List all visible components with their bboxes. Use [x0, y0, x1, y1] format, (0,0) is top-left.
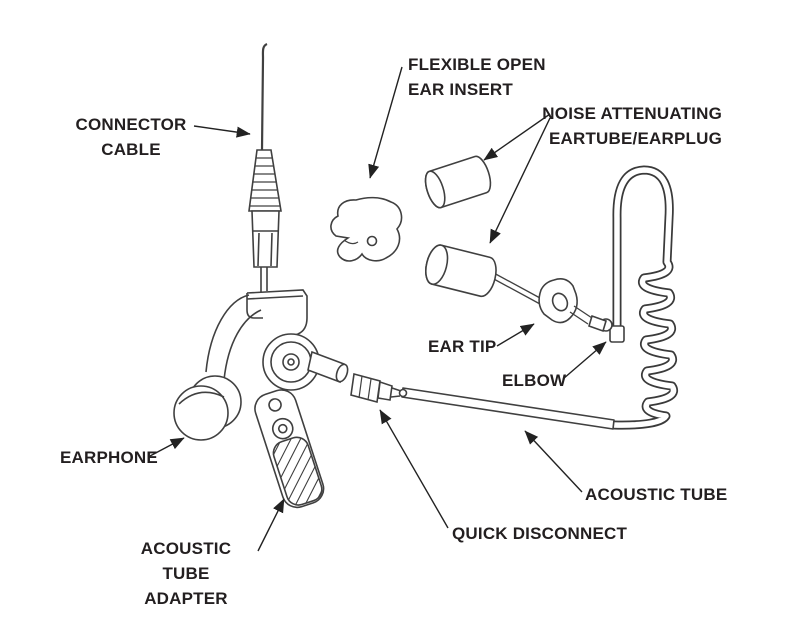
label-quick-disconnect: QUICK DISCONNECT: [452, 524, 628, 543]
earphone-drawing: [173, 375, 242, 441]
leader-earphone: [149, 437, 185, 457]
label-elbow: ELBOW: [502, 371, 567, 390]
connector-cable-drawing: [248, 42, 282, 293]
eartube-cylinder-drawing: [425, 244, 497, 298]
label-acoustic-tube: ACOUSTIC TUBE: [585, 485, 728, 504]
quick-disconnect-drawing: [350, 372, 408, 404]
elbow-drawing: [588, 314, 625, 343]
leader-elbow: [562, 341, 607, 380]
label-noise-attenuating-eartube-earplug: NOISE ATTENUATING EARTUBE/EARPLUG: [542, 104, 722, 148]
leader-connector-cable: [193, 125, 251, 138]
ear-tip-drawing: [488, 269, 593, 325]
leader-noise-attenuating-lower: [489, 117, 551, 244]
label-ear-tip: EAR TIP: [428, 337, 497, 356]
leader-quick-disconnect: [379, 409, 449, 529]
leader-flexible-open-ear-insert: [368, 66, 403, 179]
label-flexible-open-ear-insert: FLEXIBLE OPEN EAR INSERT: [408, 55, 546, 99]
leader-acoustic-tube: [524, 430, 583, 493]
leader-noise-attenuating-upper: [483, 113, 551, 161]
leader-acoustic-tube-adapter: [257, 498, 285, 552]
label-acoustic-tube-adapter: ACOUSTIC TUBE ADAPTER: [140, 539, 232, 608]
flexible-open-ear-insert-drawing: [330, 196, 403, 262]
label-connector-cable: CONNECTOR CABLE: [75, 115, 187, 159]
earplug-cylinder-drawing: [424, 155, 492, 209]
leader-ear-tip: [496, 323, 535, 347]
label-earphone: EARPHONE: [60, 448, 158, 467]
acoustic-tube-adapter-drawing: [254, 389, 325, 509]
leader-lines: [149, 66, 607, 552]
speaker-bracket-drawing: [205, 289, 349, 391]
acoustic-tube-drawing: [401, 165, 678, 430]
